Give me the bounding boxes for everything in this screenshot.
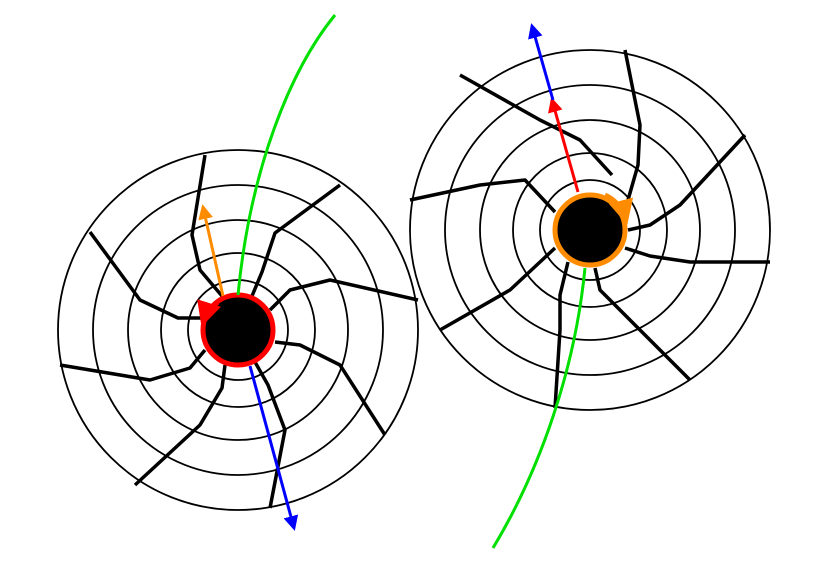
ring (479, 119, 701, 341)
spiral-arm (553, 261, 570, 409)
spiral-arm (439, 246, 557, 332)
right-vortex (409, 23, 771, 411)
blue-arrow-icon (248, 365, 299, 531)
blue-arrow-icon (528, 23, 555, 101)
right-vortex-spiral-arms (409, 49, 770, 409)
spiral-arm (190, 154, 224, 298)
ring (160, 252, 316, 408)
spiral-arm (627, 133, 747, 232)
left-vortex (57, 149, 419, 531)
ring (92, 184, 384, 476)
ring (444, 84, 736, 376)
right-vortex-core (552, 192, 628, 268)
red-arrow-icon (548, 97, 580, 193)
green-trajectory-top (236, 14, 337, 296)
spiral-arm (624, 246, 770, 264)
ring (539, 179, 641, 281)
green-trajectory-bottom (491, 267, 587, 549)
spiral-arm (409, 178, 557, 214)
left-vortex-spiral-arms (59, 154, 419, 509)
spiral-arm (274, 340, 387, 436)
ring (409, 49, 771, 411)
right-core-rotation-arrow-icon (603, 192, 634, 225)
right-vortex-rings (409, 49, 771, 411)
spiral-arm (623, 49, 642, 201)
spiral-arm (268, 278, 419, 312)
spiral-arm (593, 267, 692, 382)
spiral-arm (133, 364, 227, 487)
ring (127, 219, 349, 441)
ring (57, 149, 419, 511)
spiral-arm (59, 348, 207, 382)
spiral-arm (88, 230, 205, 320)
ring (187, 279, 289, 381)
left-core-rotation-arrow-icon (197, 299, 221, 327)
orange-arrow-icon (198, 204, 225, 297)
left-vortex-rings (57, 149, 419, 511)
spiral-arm (250, 183, 342, 297)
